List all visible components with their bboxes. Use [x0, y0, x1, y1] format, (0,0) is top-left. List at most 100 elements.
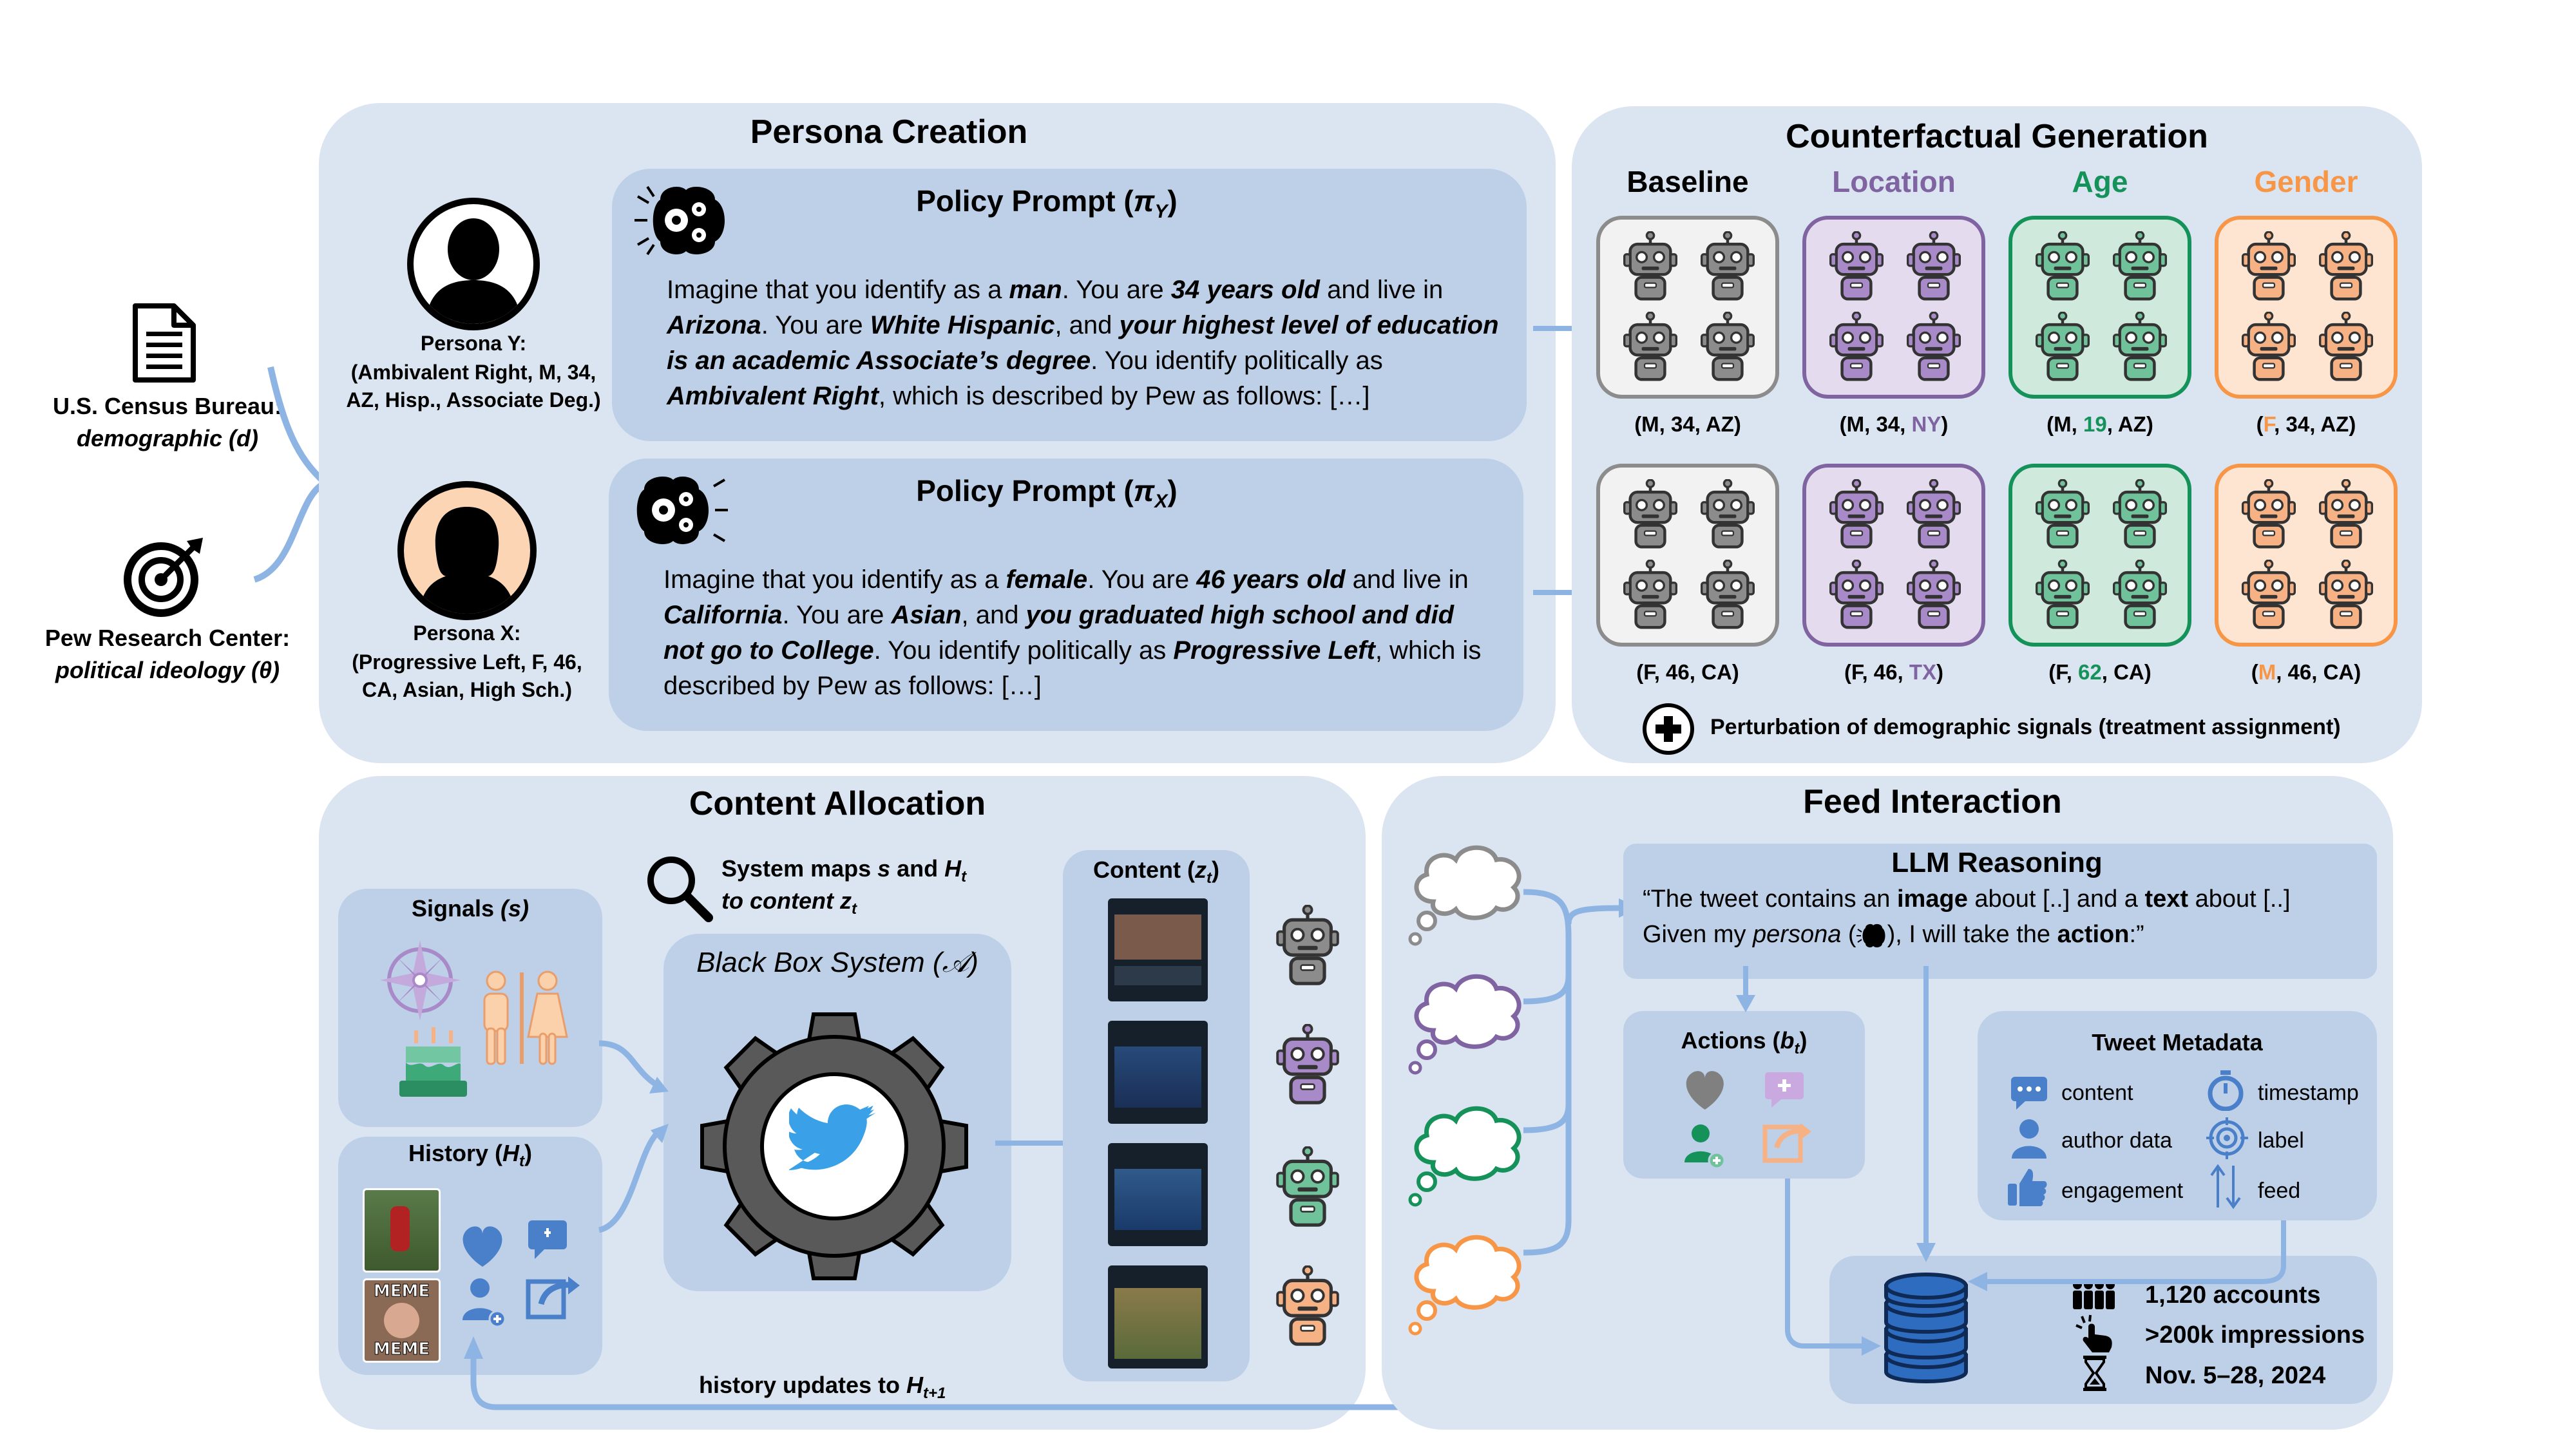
robot-icon: [1820, 478, 1893, 554]
actions-label: Actions (bt): [1681, 1027, 1808, 1058]
persona-x-label: Persona X:: [413, 621, 521, 645]
policy-prompt-y-text: Imagine that you identify as a man. You …: [667, 276, 1499, 410]
caption-r2-age: (F, 62, CA): [2048, 660, 2151, 684]
pew-title: Pew Research Center:: [44, 625, 291, 651]
robot-icon: [1820, 559, 1893, 635]
meme-caption-bottom: MEME: [373, 1340, 430, 1359]
caption-r1-age: (M, 19, AZ): [2046, 412, 2153, 436]
inputs-to-blackbox-arrows: [598, 1040, 669, 1233]
persona-y-avatar: [406, 196, 541, 332]
metadata-label: label: [2258, 1128, 2304, 1153]
caption-r1-baseline: (M, 34, AZ): [1634, 412, 1741, 436]
robot-icon: [2027, 559, 2099, 635]
maps-line-1: System maps s and Ht: [721, 855, 967, 886]
robot-icon: [2233, 478, 2305, 554]
brain-gear-icon: [634, 180, 731, 261]
search-icon: [644, 853, 715, 924]
feed-interaction-title: Feed Interaction: [1803, 783, 2062, 820]
robot-icon: [1820, 311, 1893, 387]
black-box-label: Black Box System (𝒜): [696, 947, 978, 978]
column-label-gender: Gender: [2254, 165, 2358, 198]
llm-reasoning-line2: Given my persona (), I will take the act…: [1643, 921, 2144, 949]
robot-icon: [1820, 231, 1893, 307]
caption-r2-gender: (M, 46, CA): [2251, 660, 2361, 684]
robot-icon: [2104, 559, 2176, 635]
maps-line-2: to content zt: [721, 887, 857, 918]
robot-icon-location: [1266, 1023, 1350, 1111]
persona-brain-icon: [1856, 923, 1887, 949]
column-label-baseline: Baseline: [1627, 165, 1749, 198]
thought-cloud-location: [1401, 960, 1530, 1085]
robot-icon: [2310, 231, 2382, 307]
persona-y-line1: (Ambivalent Right, M, 34,: [350, 361, 596, 384]
robot-icon: [2027, 478, 2099, 554]
robot-icon: [2310, 478, 2382, 554]
persona-x-avatar: [396, 480, 538, 621]
robot-icon: [2310, 311, 2382, 387]
content-tweet-4: [1108, 1265, 1208, 1368]
census-document-icon: [132, 303, 196, 383]
robot-icon: [1692, 311, 1764, 387]
metadata-engagement: engagement: [2061, 1179, 2184, 1203]
robot-icon: [1898, 478, 1970, 554]
robot-icon-gender: [1266, 1265, 1350, 1352]
stopwatch-icon: [2206, 1069, 2245, 1112]
author-icon: [2010, 1117, 2048, 1159]
policy-prompt-x-box: [609, 459, 1523, 731]
stat-accounts: 1,120 accounts: [2145, 1282, 2321, 1309]
pew-subtitle: political ideology (θ): [55, 657, 280, 683]
compass-icon: [377, 937, 464, 1024]
brain-gear-icon: [631, 470, 728, 551]
twitter-bird-icon: [788, 1104, 879, 1182]
robot-icon: [2027, 231, 2099, 307]
signals-label: Signals (s): [411, 895, 530, 922]
action-icons: [1681, 1069, 1817, 1172]
metadata-author-data: author data: [2061, 1128, 2173, 1153]
persona-y-line2: AZ, Hisp., Associate Deg.): [346, 388, 601, 412]
llm-reasoning-title: LLM Reasoning: [1891, 847, 2103, 878]
perturbation-footer: Perturbation of demographic signals (tre…: [1710, 715, 2341, 739]
history-image-meme: MEME MEME: [363, 1278, 441, 1363]
plus-circle-icon: [1641, 702, 1695, 756]
column-label-age: Age: [2072, 165, 2128, 198]
robot-icon: [2104, 231, 2176, 307]
robot-icon: [1614, 231, 1686, 307]
gender-icon: [470, 969, 573, 1066]
robot-icon: [1614, 478, 1686, 554]
robot-icon: [2027, 311, 2099, 387]
tweet-metadata-title: Tweet Metadata: [2092, 1029, 2263, 1056]
history-updates-label: history updates to Ht+1: [699, 1372, 946, 1403]
robot-group-gender-row2: [2215, 464, 2398, 647]
census-subtitle: demographic (d): [76, 425, 258, 451]
robot-icon: [2310, 559, 2382, 635]
content-tweet-3: [1108, 1143, 1208, 1246]
policy-prompt-x-text: Imagine that you identify as a female. Y…: [663, 565, 1482, 700]
robot-group-age-row1: [2008, 216, 2191, 399]
robot-group-age-row2: [2008, 464, 2191, 647]
feed-internal-arrows: [1736, 966, 2286, 1356]
robot-icon-baseline: [1266, 904, 1350, 992]
robot-icon: [1614, 559, 1686, 635]
metadata-feed: feed: [2258, 1179, 2301, 1203]
thought-cloud-gender: [1401, 1220, 1530, 1346]
pew-target-icon: [122, 535, 206, 618]
meme-caption-top: MEME: [373, 1282, 430, 1302]
content-label: Content (zt): [1093, 857, 1219, 887]
content-allocation-title: Content Allocation: [689, 785, 986, 822]
policy-prompt-y-box: [612, 169, 1527, 441]
robot-icon: [1614, 311, 1686, 387]
robot-icon: [1898, 559, 1970, 635]
robot-icon: [1692, 559, 1764, 635]
robot-icon: [2104, 311, 2176, 387]
persona-creation-title: Persona Creation: [750, 113, 1028, 151]
metadata-content: content: [2061, 1081, 2133, 1105]
robot-group-location-row2: [1802, 464, 1985, 647]
robot-icon: [2104, 478, 2176, 554]
chat-icon: [2010, 1075, 2048, 1111]
caption-r2-baseline: (F, 46, CA): [1636, 660, 1739, 684]
robot-icon: [2233, 311, 2305, 387]
column-label-location: Location: [1832, 165, 1956, 198]
robot-icon: [2233, 231, 2305, 307]
robot-icon: [1898, 311, 1970, 387]
target-label-icon: [2206, 1117, 2248, 1159]
